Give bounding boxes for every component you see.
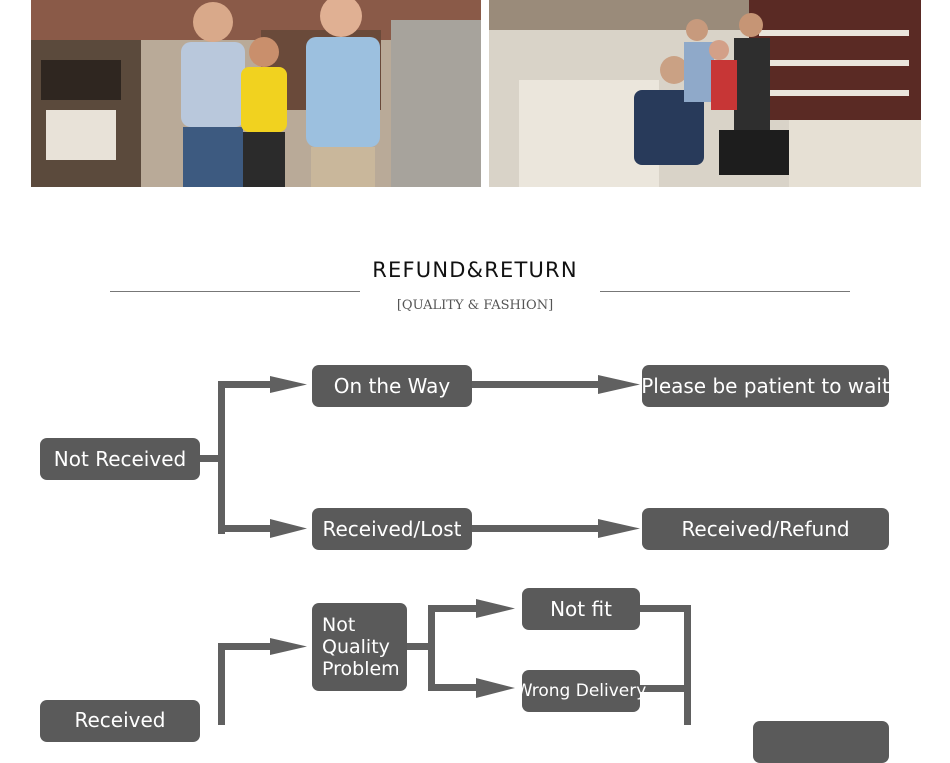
section-title: REFUND&RETURN [372,258,578,282]
node-not-fit: Not fit [522,588,640,630]
node-please-wait: Please be patient to wait [641,365,890,407]
node-received-lost: Received/Lost [312,508,472,550]
section-subtitle: [QUALITY & FASHION] [396,298,554,313]
node-received: Received [40,700,200,742]
node-not-received: Not Received [40,438,200,480]
node-not-quality-problem: Not Quality Problem [312,603,407,691]
title-divider-right [600,291,850,292]
flow-connectors [200,375,691,725]
node-wrong-delivery: Wrong Delivery [516,670,646,712]
trade-show-photo-right [489,0,921,187]
title-divider-left [110,291,360,292]
node-cut-off [753,721,889,763]
node-on-the-way: On the Way [312,365,472,407]
node-received-refund: Received/Refund [642,508,889,550]
trade-show-photo-left [31,0,481,187]
